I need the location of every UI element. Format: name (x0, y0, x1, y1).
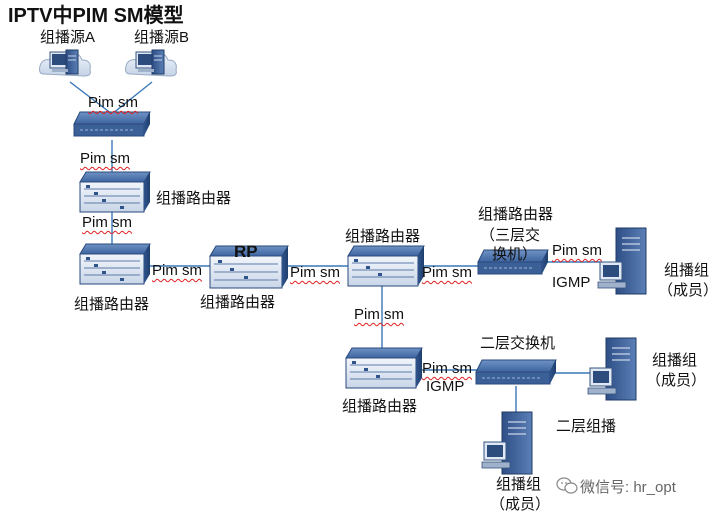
member-2-label-1: 组播组 (652, 352, 698, 369)
pim-label-rp-center: Pim sm (290, 264, 340, 281)
watermark: 微信号: hr_opt (580, 479, 676, 496)
member-3-workstation-icon (481, 411, 533, 475)
pim-label-center-l3: Pim sm (422, 264, 472, 281)
igmp-label-l3: IGMP (552, 274, 591, 291)
l3-switch-label-2: （三层交 (480, 227, 541, 244)
member-3-label-2: （成员） (490, 496, 551, 513)
source-b-server-icon (125, 49, 177, 77)
source-a-label: 组播源A (40, 29, 96, 46)
rp-label: RP (234, 242, 258, 261)
l2-switch-icon (475, 359, 557, 385)
router-center-label: 组播路由器 (345, 228, 421, 245)
member-2-label-2: （成员） (646, 372, 707, 389)
igmp-label-l2: IGMP (426, 378, 465, 395)
router-center-icon (347, 245, 425, 287)
l3-switch-label-1: 组播路由器 (478, 206, 554, 223)
pim-label-l3-member: Pim sm (552, 242, 602, 259)
link-source-b-switch (111, 81, 153, 115)
router-left-label: 组播路由器 (74, 296, 150, 313)
rp-router-icon (209, 245, 289, 289)
member-2-workstation-icon (587, 337, 637, 401)
pim-label-top: Pim sm (80, 150, 130, 167)
pim-label-bottom-l2: Pim sm (422, 360, 472, 377)
l2-switch-label: 二层交换机 (480, 335, 556, 352)
pim-label-left-rp: Pim sm (152, 262, 202, 279)
member-3-label-1: 组播组 (496, 476, 542, 493)
router-left-icon (79, 243, 151, 285)
member-1-label-2: （成员） (658, 282, 719, 299)
router-top-icon (79, 171, 151, 213)
access-switch-icon (73, 111, 151, 137)
source-b-label: 组播源B (134, 29, 190, 46)
router-top-label: 组播路由器 (156, 190, 232, 207)
l3-switch-label-3: 换机） (492, 246, 538, 263)
router-bottom-label: 组播路由器 (342, 398, 418, 415)
pim-label-center-bottom: Pim sm (354, 306, 404, 323)
pim-label-left-vertical: Pim sm (82, 214, 132, 231)
link-source-a-switch (69, 81, 113, 115)
rp-router-label: 组播路由器 (200, 294, 276, 311)
links (69, 81, 600, 418)
source-a-server-icon (39, 49, 91, 77)
diagram-title: IPTV中PIM SM模型 (8, 5, 184, 27)
l2-multicast-label: 二层组播 (556, 418, 617, 435)
wechat-icon (556, 477, 578, 494)
member-1-label-1: 组播组 (664, 262, 710, 279)
router-bottom-icon (345, 347, 423, 389)
l3-switch-icon (477, 249, 549, 275)
pim-label-sources: Pim sm (88, 94, 138, 111)
member-1-workstation-icon (597, 227, 647, 295)
